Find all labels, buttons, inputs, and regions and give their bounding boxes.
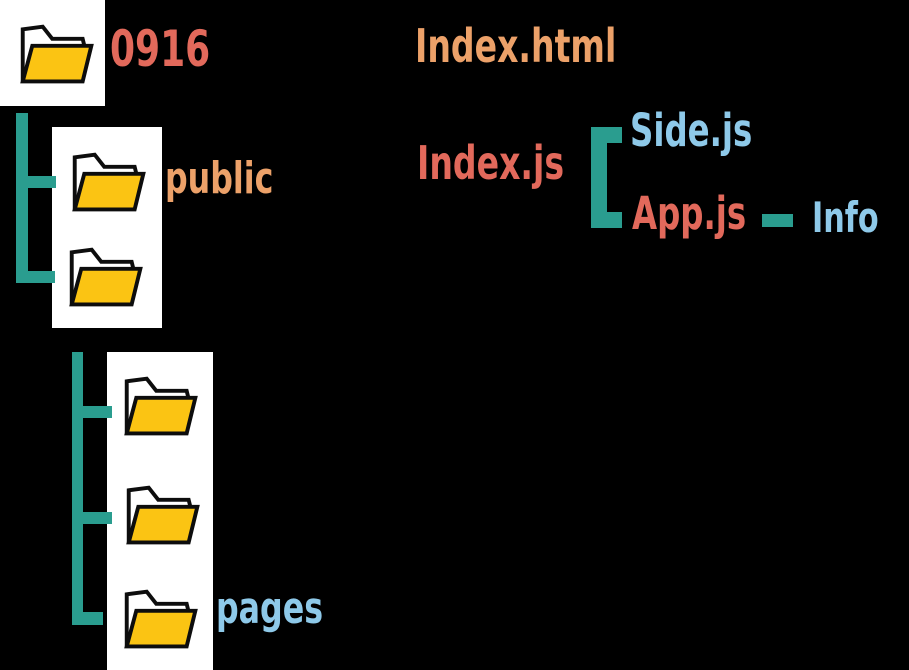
app-js-label: App.js [632, 187, 747, 240]
pages-tree-branch-1 [83, 406, 112, 418]
pages-folder-label: pages [216, 583, 324, 634]
pages-tree-branch-2 [83, 512, 112, 524]
folder-icon [120, 479, 200, 545]
folder-icon [118, 583, 198, 649]
indexjs-bracket-vertical [591, 127, 607, 228]
folder-icon [66, 146, 146, 212]
public-folder-label: public [165, 153, 274, 204]
indexjs-bracket-arm-app [591, 212, 622, 228]
indexjs-bracket-arm-side [591, 127, 622, 143]
index-html-label: Index.html [415, 19, 617, 73]
pages-tree-vertical-connector [72, 352, 83, 625]
root-tree-vertical-connector [16, 113, 28, 283]
folder-icon [118, 370, 198, 436]
side-js-label: Side.js [630, 104, 753, 157]
folder-icon [63, 241, 143, 307]
folder-icon [14, 18, 94, 84]
info-label: Info [812, 193, 879, 242]
root-tree-branch-bottom [16, 271, 55, 283]
appjs-info-connector [762, 214, 793, 227]
root-folder-label: 0916 [110, 20, 211, 78]
pages-tree-branch-3 [72, 612, 103, 625]
index-js-label: Index.js [417, 136, 565, 190]
root-tree-branch-public [28, 176, 56, 188]
